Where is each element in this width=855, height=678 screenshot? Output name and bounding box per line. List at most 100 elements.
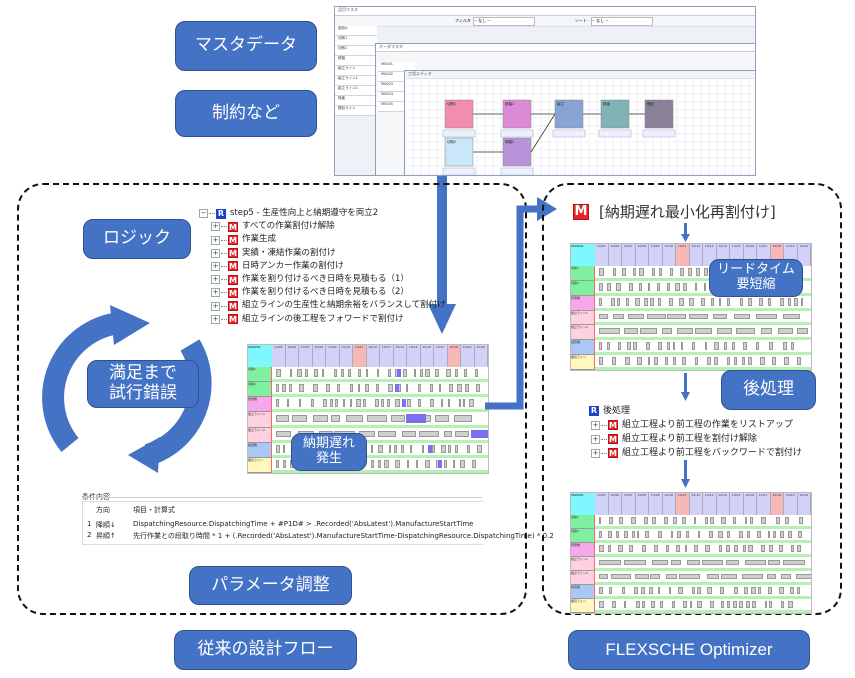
gantt-task-bar[interactable] [798,517,803,524]
gantt-task-bar[interactable] [326,384,331,393]
gantt-task-bar[interactable] [454,444,458,453]
gantt-task-bar[interactable] [440,399,444,408]
gantt-task-bar[interactable] [401,430,417,437]
gantt-task-bar[interactable] [667,313,687,320]
gantt-task-bar[interactable] [276,459,280,468]
gantt-task-bar[interactable] [665,574,677,579]
gantt-task-bar[interactable] [676,328,694,335]
gantt-task-bar[interactable] [613,268,616,276]
gantt-task-bar[interactable] [748,357,753,365]
gantt-task-bar[interactable] [609,587,613,594]
expand-icon[interactable]: + [591,448,600,458]
gantt-task-bar[interactable] [645,531,650,538]
gantt-task-bar[interactable] [782,342,788,351]
gantt-task-bar[interactable] [679,297,685,306]
gantt-task-bar[interactable] [313,415,329,422]
gantt-task-bar[interactable] [718,531,723,538]
gantt-task-bar[interactable] [709,601,715,608]
gantt-task-bar[interactable] [798,531,802,538]
gantt-task-bar[interactable] [464,384,469,393]
gantt-task-bar[interactable] [365,369,368,378]
gantt-task-bar[interactable] [599,313,608,320]
gantt-task-bar[interactable] [783,313,801,320]
process-node[interactable] [502,137,532,167]
gantt-task-bar[interactable] [751,587,756,594]
gantt-task-bar[interactable] [768,601,773,608]
gantt-task-bar[interactable] [460,459,465,468]
gantt-task-bar[interactable] [628,282,634,291]
gantt-task-bar[interactable] [726,601,730,608]
gantt-task-bar[interactable] [608,531,613,538]
gantt-task-bar[interactable] [691,587,695,594]
table-row[interactable]: 梱包ライン [335,106,377,116]
gantt-task-bar[interactable] [703,268,709,276]
gantt-task-bar[interactable] [777,328,794,335]
table-row[interactable]: M0001 [378,62,414,72]
expand-icon[interactable]: + [211,261,220,271]
gantt-task-bar[interactable] [305,369,309,378]
gantt-task-bar[interactable] [697,601,702,608]
gantt-task-bar[interactable] [789,587,794,594]
gantt-task-bar[interactable] [682,601,687,608]
gantt-task-bar[interactable] [671,601,676,608]
gantt-task-bar[interactable] [313,384,318,393]
gantt-task-bar[interactable] [375,399,379,408]
gantt-task-bar[interactable] [425,459,430,468]
gantt-task-bar[interactable] [691,342,696,351]
table-row[interactable]: 研磨 [335,56,377,66]
gantt-task-bar[interactable] [713,357,718,365]
gantt-task-bar[interactable] [673,357,677,365]
gantt-task-bar[interactable] [599,357,604,365]
gantt-task-bar[interactable] [758,587,762,594]
late-task-bar[interactable] [401,399,406,408]
gantt-task-bar[interactable] [637,357,642,365]
late-task-bar[interactable] [405,414,426,423]
gantt-task-bar[interactable] [679,268,685,276]
gantt-task-bar[interactable] [766,574,777,579]
table-row[interactable]: 組立ライン1 [335,76,377,86]
gantt-task-bar[interactable] [681,517,687,524]
gantt-task-bar[interactable] [409,444,413,453]
gantt-task-bar[interactable] [448,444,452,453]
gantt-task-bar[interactable] [425,369,431,378]
gantt-task-bar[interactable] [453,459,456,468]
gantt-task-bar[interactable] [714,342,719,351]
gantt-task-bar[interactable] [667,342,670,351]
gantt-task-bar[interactable] [734,357,738,365]
gantt-task-bar[interactable] [635,601,640,608]
gantt-task-bar[interactable] [283,459,287,468]
gantt-task-bar[interactable] [716,328,733,335]
gantt-task-bar[interactable] [695,268,700,276]
gantt-task-bar[interactable] [693,545,699,552]
late-task-bar[interactable] [427,444,432,453]
gantt-task-bar[interactable] [746,601,750,608]
gantt-task-bar[interactable] [358,369,362,378]
gantt-task-bar[interactable] [645,342,650,351]
expand-icon[interactable]: + [211,248,220,258]
gantt-task-bar[interactable] [366,415,387,422]
gantt-task-bar[interactable] [788,297,791,306]
table-row[interactable]: M0004 [378,92,414,102]
gantt-task-bar[interactable] [378,444,383,453]
gantt-task-bar[interactable] [363,399,366,408]
gantt-task-bar[interactable] [438,384,441,393]
gantt-task-bar[interactable] [764,601,767,608]
gantt-task-bar[interactable] [288,384,292,393]
gantt-task-bar[interactable] [689,601,693,608]
gantt-task-bar[interactable] [469,399,475,408]
gantt-task-bar[interactable] [647,313,666,320]
gantt-task-bar[interactable] [611,357,617,365]
gantt-task-bar[interactable] [727,357,731,365]
gantt-task-bar[interactable] [784,517,790,524]
table-row[interactable]: M0002 [378,72,414,82]
gantt-task-bar[interactable] [666,545,670,552]
gantt-task-bar[interactable] [612,313,625,320]
gantt-task-bar[interactable] [769,545,773,552]
gantt-task-bar[interactable] [800,297,803,306]
process-node[interactable] [554,99,584,129]
gantt-task-bar[interactable] [650,574,660,579]
gantt-task-bar[interactable] [751,601,757,608]
